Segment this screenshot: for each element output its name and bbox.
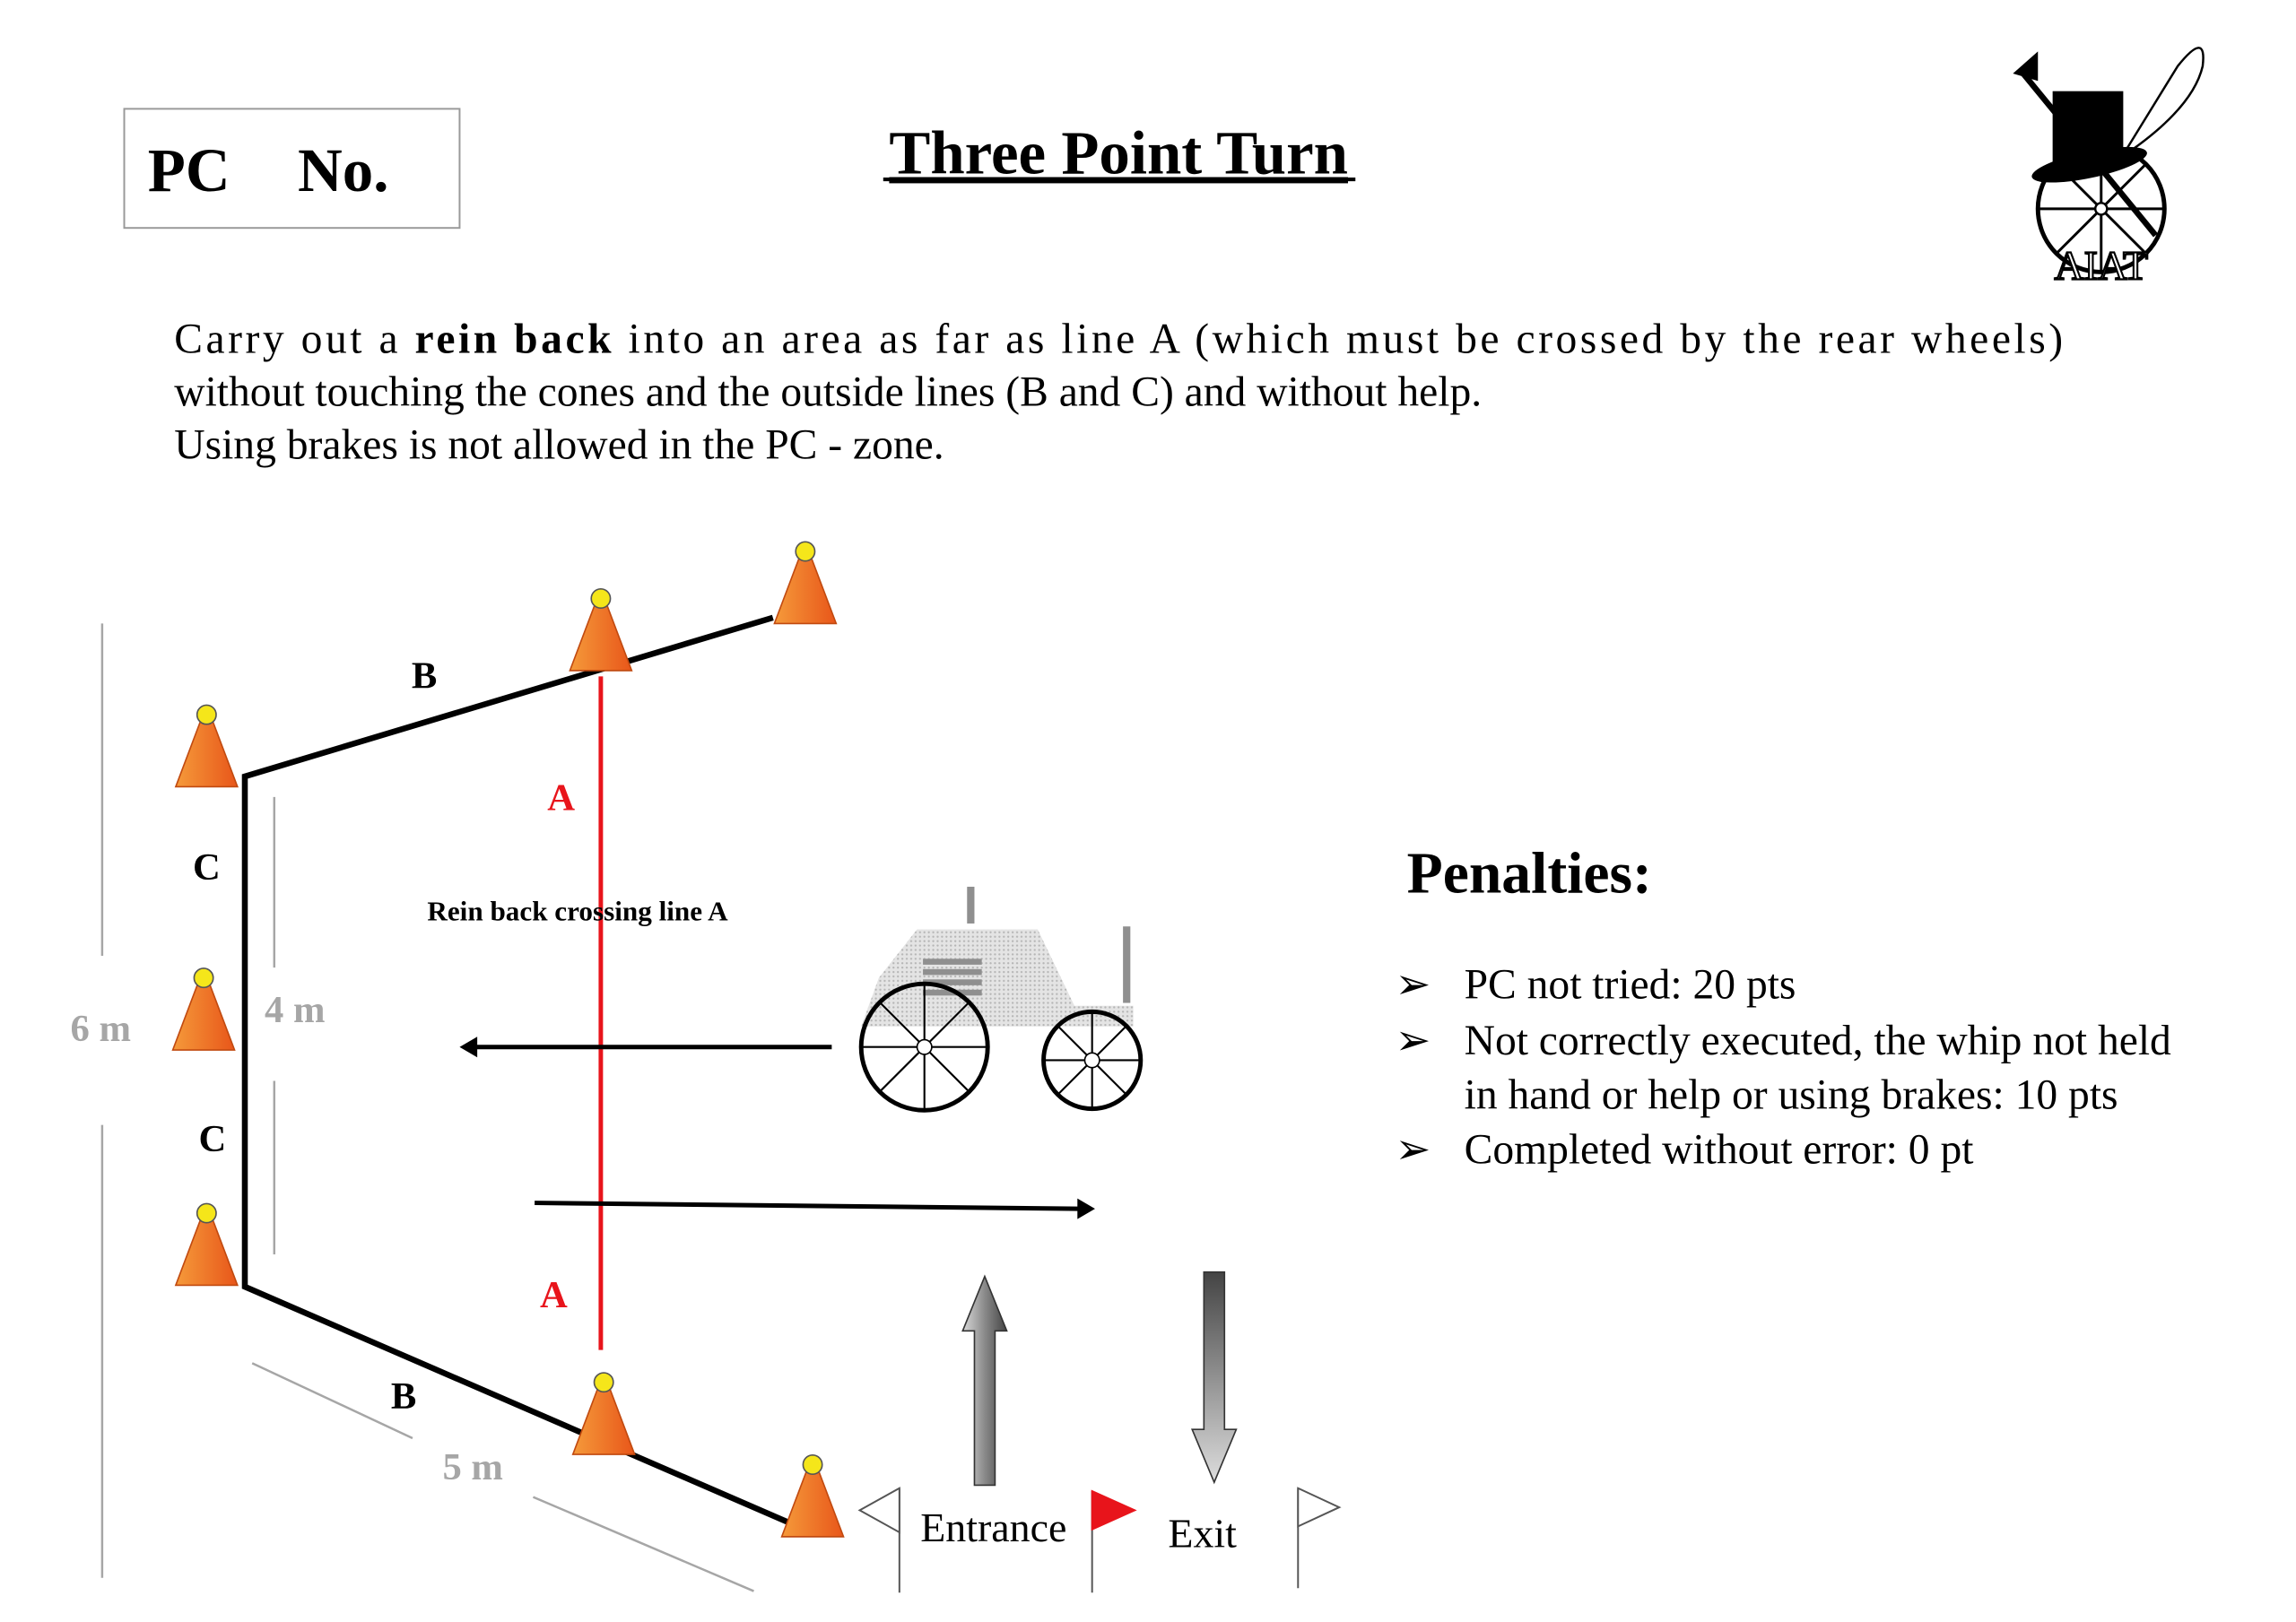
instruction-line-1: Carry out a rein back into an area as fa… [174, 317, 2063, 363]
white-flag-exit [1297, 1487, 1342, 1589]
cone [175, 704, 239, 788]
penalty-item: Completed without error: 0 pt [1465, 1126, 1974, 1173]
dimension-5m: 5 m [442, 1446, 502, 1488]
exit-arrow [1190, 1271, 1238, 1485]
bullet-icon: ➢ [1396, 1126, 1431, 1173]
penalty-item: PC not tried: 20 pts [1465, 962, 1796, 1009]
exit-label: Exit [1168, 1510, 1237, 1556]
bullet-icon: ➢ [1396, 962, 1431, 1009]
label-b-bottom: B [391, 1375, 416, 1418]
aiat-logo: AIAT [2013, 47, 2205, 290]
label-a-top: A [547, 777, 575, 820]
logo-text: AIAT [2054, 243, 2148, 289]
penalties-heading: Penalties: [1407, 842, 1652, 906]
number-label: No. [298, 136, 388, 204]
label-c-top: C [193, 846, 221, 889]
label-a-bottom: A [540, 1274, 568, 1316]
cone [175, 1202, 239, 1287]
penalty-item: Not correctly executed, the whip not hel… [1465, 1018, 2171, 1064]
cone [571, 1372, 636, 1455]
instructions: Carry out a rein back into an area as fa… [174, 317, 2063, 469]
entrance-arrow [961, 1274, 1008, 1487]
course-diagram: 6 m 4 m 5 m B B C C A A Rein back crossi… [71, 541, 1342, 1593]
cone [171, 967, 236, 1051]
rein-back-arrow [459, 1037, 832, 1058]
cone [569, 588, 633, 672]
forward-arrow [535, 1198, 1095, 1219]
penalties-section: Penalties: ➢ PC not tried: 20 pts ➢ Not … [1396, 842, 2172, 1174]
page-title: Three Point Turn [889, 119, 1348, 187]
pc-label: PC [148, 136, 230, 204]
label-b-top: B [412, 655, 437, 698]
pc-number-box: PC No. [123, 108, 461, 230]
penalty-item-continued: in hand or help or using brakes: 10 pts [1465, 1072, 2118, 1119]
entrance-label: Entrance [920, 1505, 1066, 1550]
instruction-line-3: Using brakes is not allowed in the PC - … [174, 422, 944, 469]
bullet-icon: ➢ [1396, 1018, 1431, 1064]
rein-back-label: Rein back crossing line A [427, 896, 728, 927]
label-c-bottom: C [199, 1118, 227, 1160]
dimension-4m: 4 m [265, 989, 325, 1031]
cone [780, 1454, 845, 1538]
tractor-illustration [858, 886, 1144, 1113]
instruction-line-2: without touching the cones and the outsi… [174, 369, 1482, 416]
cone [773, 541, 838, 625]
course-boundary-lines [241, 614, 789, 1525]
dimension-lines [100, 623, 754, 1592]
dimension-6m: 6 m [71, 1008, 131, 1050]
red-flag [1091, 1489, 1137, 1593]
white-flag-entrance [857, 1487, 900, 1593]
